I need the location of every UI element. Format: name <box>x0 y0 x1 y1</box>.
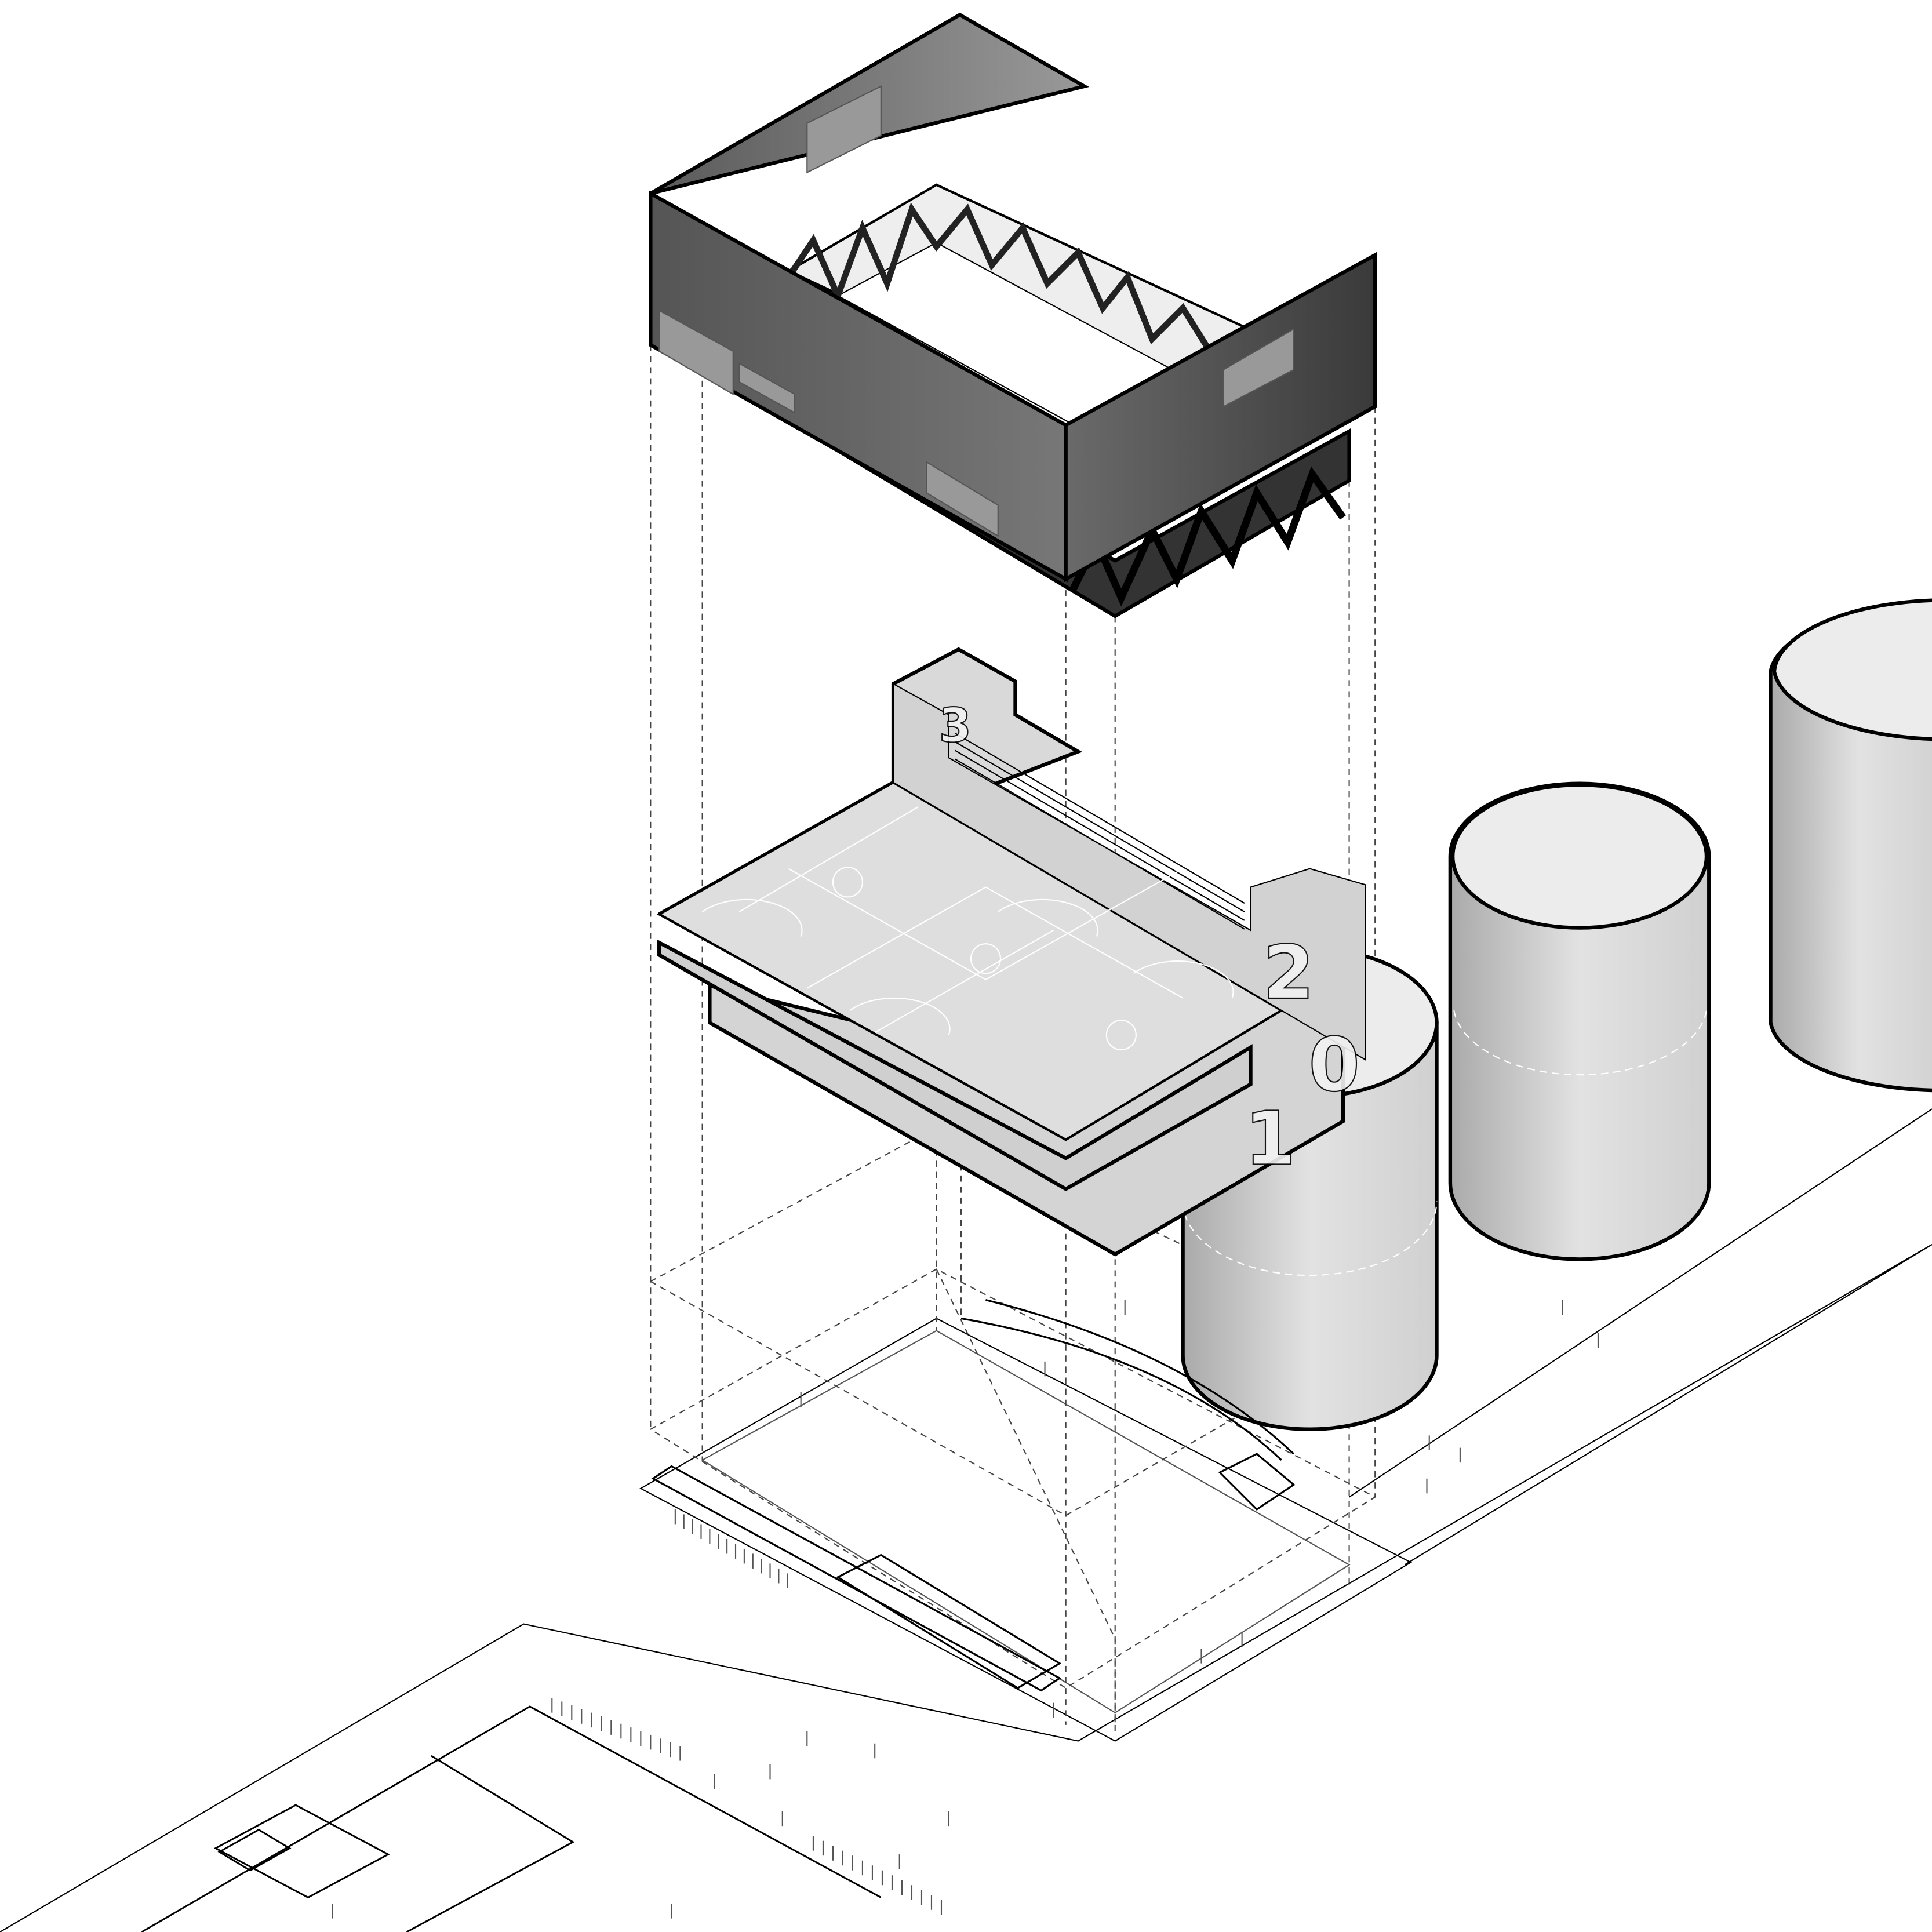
level-label-0: 0 <box>1308 1023 1360 1108</box>
roof-truss-upper <box>785 202 1246 362</box>
level-label-2: 2 <box>1263 930 1315 1016</box>
roof-enclosure <box>649 12 1377 618</box>
silo-3 <box>1769 598 1932 1093</box>
basketball-court-lines <box>701 806 1234 1051</box>
silo-2 <box>1448 781 1711 1261</box>
level-label-1: 1 <box>1245 1097 1296 1183</box>
sports-building: 3 2 1 0 <box>656 647 1366 1257</box>
site-bleachers <box>651 1299 1296 1692</box>
roof-windows <box>658 85 1294 537</box>
level-label-3: 3 <box>939 699 972 754</box>
roof-truss-lower <box>1068 466 1347 607</box>
site-ramp <box>1218 1453 1296 1511</box>
ground-plane <box>0 1108 1932 1932</box>
soccer-field <box>141 1705 882 1932</box>
trees-poles <box>332 1300 1599 1919</box>
